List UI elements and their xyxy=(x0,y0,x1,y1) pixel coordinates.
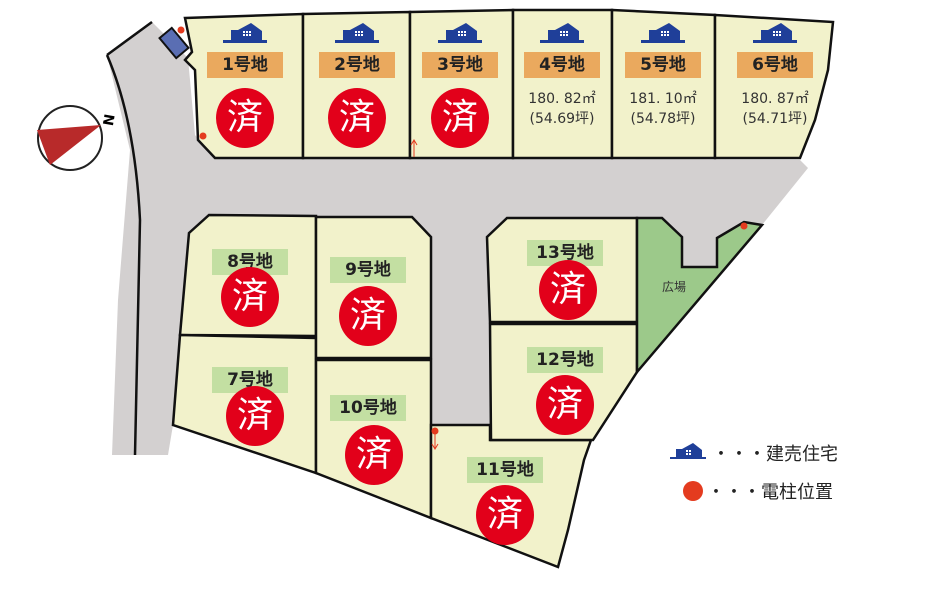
legend-pole-label: ・・・電柱位置 xyxy=(707,482,833,503)
lot-area-tsubo: (54.78坪) xyxy=(630,111,696,127)
road-edge xyxy=(105,20,153,456)
pole-arrow xyxy=(410,139,418,157)
lots xyxy=(171,8,835,569)
lot-label[interactable]: 5号地 xyxy=(625,52,701,78)
lot-label[interactable]: 11号地 xyxy=(467,457,543,483)
pole-arrow xyxy=(431,434,439,450)
lot-area: 181. 10㎡ (54.78坪) xyxy=(629,89,696,129)
sold-badge: 済 xyxy=(226,386,284,446)
utility-poles xyxy=(177,26,748,450)
house-icon xyxy=(668,441,708,466)
lot-label[interactable]: 10号地 xyxy=(330,395,406,421)
compass-needle xyxy=(37,125,101,165)
lot-label[interactable]: 6号地 xyxy=(737,52,813,78)
lot-area-sqm: 180. 82㎡ xyxy=(528,91,596,107)
lot-label[interactable]: 9号地 xyxy=(330,257,406,283)
sold-badge: 済 xyxy=(476,485,534,545)
legend-built-house-label: ・・・建売住宅 xyxy=(712,444,838,465)
lot-area-sqm: 180. 87㎡ xyxy=(741,91,809,107)
lot-label[interactable]: 1号地 xyxy=(207,52,283,78)
house-icon xyxy=(221,21,269,49)
lot-label[interactable]: 3号地 xyxy=(422,52,498,78)
lot-area-tsubo: (54.69坪) xyxy=(529,111,595,127)
park-label: 広場 xyxy=(662,280,687,294)
compass xyxy=(37,105,103,171)
pole-icon xyxy=(683,481,703,501)
lot-label[interactable]: 2号地 xyxy=(319,52,395,78)
lot-area: 180. 82㎡ (54.69坪) xyxy=(528,89,595,129)
park-shape xyxy=(635,216,765,376)
sold-badge: 済 xyxy=(216,88,274,148)
house-icon xyxy=(538,21,586,49)
pole-dot xyxy=(199,132,207,140)
sold-badge: 済 xyxy=(539,260,597,320)
sold-badge: 済 xyxy=(536,375,594,435)
pole-dot xyxy=(177,26,185,34)
lot-label[interactable]: 12号地 xyxy=(527,347,603,373)
pole-dot xyxy=(431,427,439,435)
lot-label[interactable]: 7号地 xyxy=(212,367,288,393)
lot-label[interactable]: 4号地 xyxy=(524,52,600,78)
sold-badge: 済 xyxy=(345,425,403,485)
house-icon xyxy=(639,21,687,49)
house-icon xyxy=(333,21,381,49)
lot-6-shape[interactable] xyxy=(713,13,835,160)
legend-pole: ・・・電柱位置 xyxy=(683,478,833,504)
sold-badge: 済 xyxy=(339,286,397,346)
lot-area: 180. 87㎡ (54.71坪) xyxy=(741,89,808,129)
pole-dot xyxy=(740,222,748,230)
sold-badge: 済 xyxy=(328,88,386,148)
gate xyxy=(158,26,190,60)
lot-label[interactable]: 13号地 xyxy=(527,240,603,266)
lot-area-sqm: 181. 10㎡ xyxy=(629,91,697,107)
house-icon xyxy=(751,21,799,49)
sold-badge: 済 xyxy=(221,267,279,327)
sold-badge: 済 xyxy=(431,88,489,148)
lot-area-tsubo: (54.71坪) xyxy=(742,111,808,127)
house-icon xyxy=(436,21,484,49)
compass-north-label: N xyxy=(100,112,119,128)
legend-built-house: ・・・建売住宅 xyxy=(668,440,838,466)
